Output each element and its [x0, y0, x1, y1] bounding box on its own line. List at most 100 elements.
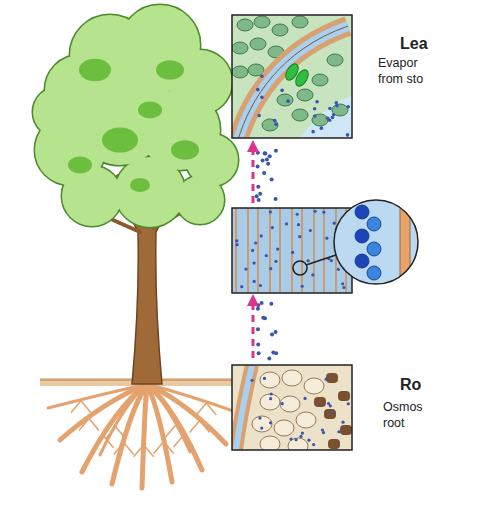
root-branch	[144, 445, 154, 457]
water-dot	[262, 171, 266, 175]
water-dot	[253, 280, 256, 283]
mesophyll-cell	[292, 16, 308, 28]
water-dot	[256, 307, 260, 311]
zoom-spot	[293, 261, 307, 275]
water-molecules	[250, 377, 349, 446]
canopy-edge	[115, 157, 185, 227]
mesophyll-cell	[297, 89, 313, 101]
root-branch	[134, 445, 144, 457]
water-dot	[303, 397, 306, 400]
soil-particle	[328, 439, 340, 449]
canopy-lobe	[62, 166, 122, 226]
leaf-vein	[238, 26, 348, 138]
water-dot	[311, 273, 314, 276]
water-dot	[335, 104, 339, 108]
zoom-line	[306, 255, 336, 265]
root-branch	[206, 403, 216, 415]
water-dot	[259, 284, 262, 287]
mesophyll-cell	[327, 54, 343, 66]
soil-particle	[324, 409, 336, 419]
root-branch	[79, 418, 89, 430]
root-branch	[154, 442, 164, 454]
water-dot	[263, 152, 267, 156]
soil-cells	[252, 370, 352, 450]
mesophyll-cell	[237, 19, 253, 31]
root-cell	[288, 438, 308, 450]
mesophyll-cell	[232, 66, 248, 78]
water-dot	[286, 99, 290, 103]
leaf-shade	[138, 102, 162, 119]
magnifier-frame	[334, 200, 418, 284]
mesophyll-cell	[254, 16, 270, 28]
water-dot	[271, 226, 274, 229]
root-cell	[274, 420, 294, 436]
root-cell	[304, 378, 324, 394]
root-cell	[252, 416, 272, 432]
water-dot	[322, 211, 325, 214]
water-dot	[331, 116, 335, 120]
tree-root	[100, 384, 147, 455]
xylem-vessel	[236, 208, 248, 293]
water-dot	[256, 88, 260, 92]
water-dot	[309, 229, 312, 232]
tree-root	[147, 384, 190, 452]
canopy-edge	[176, 176, 224, 224]
water-dot	[257, 198, 261, 202]
water-flow	[255, 149, 278, 361]
xylem-vessel	[258, 208, 270, 293]
water-dot	[342, 286, 345, 289]
water-molecule	[367, 242, 381, 256]
water-dot	[307, 439, 310, 442]
stem-inset-frame	[232, 208, 352, 293]
soil-particle	[340, 425, 352, 435]
water-dot	[326, 116, 330, 120]
root-branch	[200, 421, 210, 433]
water-dot	[330, 411, 333, 414]
root-inset-background	[232, 365, 352, 450]
canopy-lobe	[100, 50, 170, 120]
water-dot	[274, 260, 277, 263]
root-branch	[176, 425, 186, 437]
canopy-outline	[33, 5, 238, 227]
water-dot	[341, 282, 344, 285]
water-molecule	[355, 205, 369, 219]
water-dot	[346, 105, 350, 109]
water-dot	[299, 435, 302, 438]
root-cell	[282, 370, 302, 386]
root-branch	[89, 418, 99, 430]
water-molecule	[355, 229, 369, 243]
flow-arrow	[252, 146, 255, 203]
water-dot	[274, 351, 278, 355]
soil-particle	[314, 397, 326, 407]
water-molecule	[355, 254, 369, 268]
water-dot	[256, 164, 260, 168]
water-dot	[268, 154, 272, 158]
root-branch	[190, 421, 200, 433]
water-dot	[261, 159, 265, 163]
root-branch	[71, 401, 81, 413]
root-branch	[124, 443, 134, 455]
water-dot	[256, 303, 260, 307]
water-dot	[244, 267, 247, 270]
water-dot	[269, 397, 272, 400]
water-molecule	[367, 266, 381, 280]
water-dot	[315, 100, 319, 104]
water-dot	[257, 351, 261, 355]
water-dot	[289, 438, 292, 441]
root-branch	[104, 436, 114, 448]
leaf-shade	[171, 140, 199, 160]
root-system	[48, 384, 236, 488]
water-dot	[311, 130, 315, 134]
water-dot	[320, 126, 324, 130]
water-dot	[296, 213, 299, 216]
water-dot	[325, 237, 328, 240]
root-cell	[260, 394, 280, 410]
root-branch	[196, 403, 206, 415]
water-dot	[269, 302, 273, 306]
flow-arrow	[252, 300, 255, 358]
water-dot	[322, 431, 325, 434]
canopy-lobe	[176, 176, 224, 224]
leaf-shade	[102, 127, 138, 152]
